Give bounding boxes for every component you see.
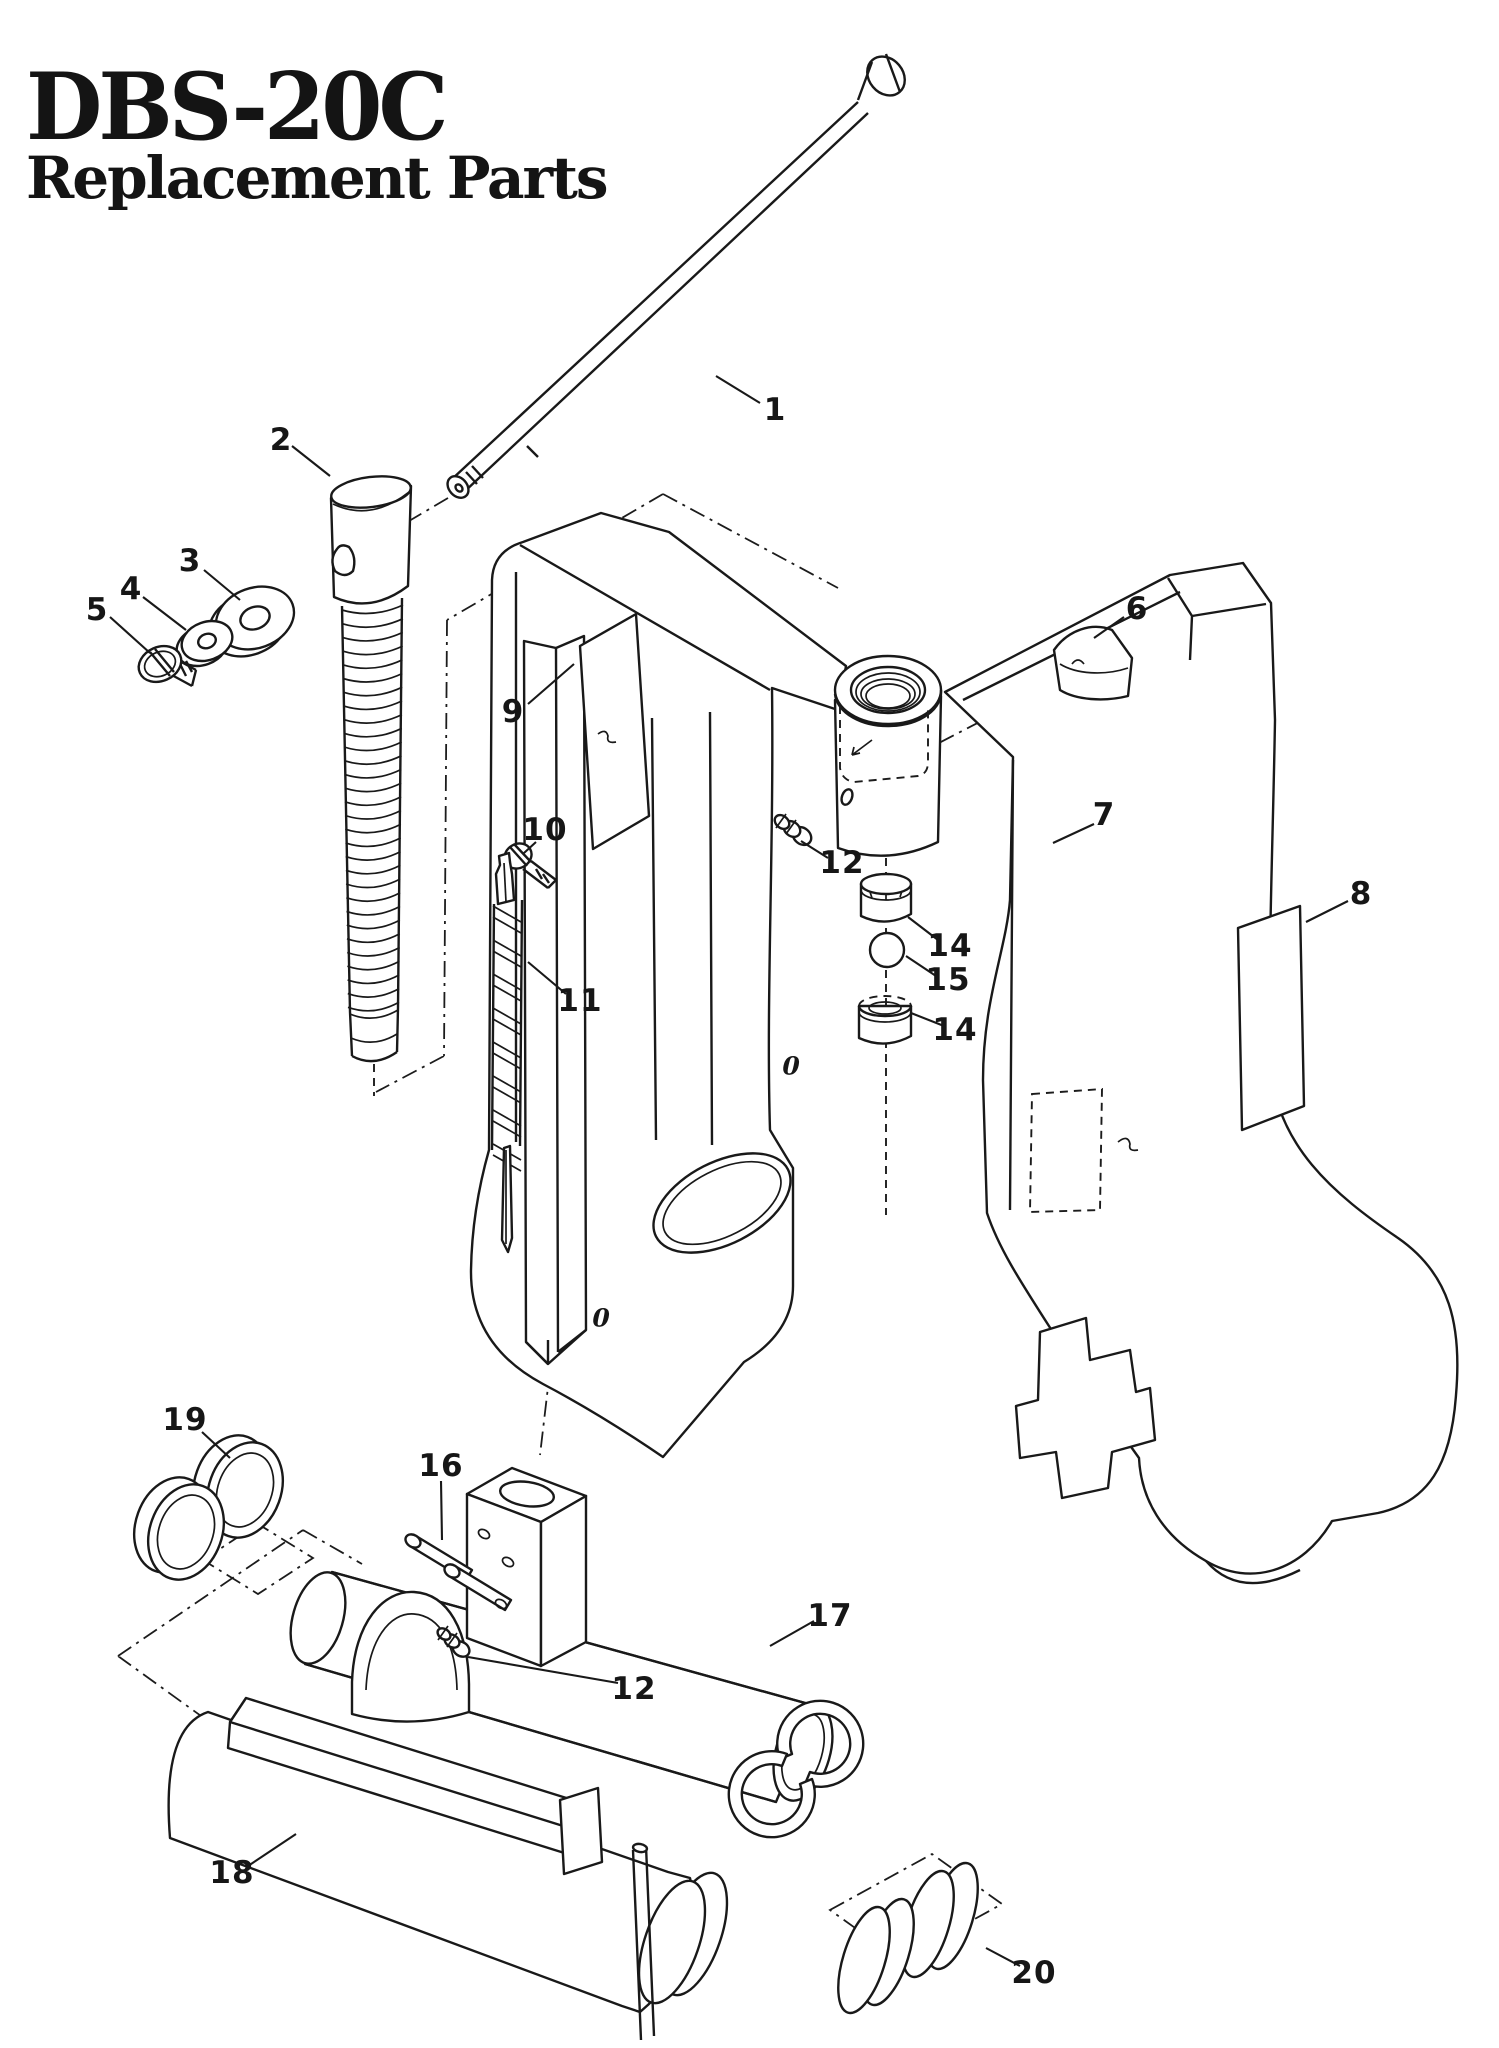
- page-title: DBS-20C: [26, 51, 448, 161]
- part-19-rings: [133, 1434, 284, 1581]
- part-2-feed-screw: [329, 475, 413, 1096]
- callout-c8: 8: [1349, 876, 1373, 912]
- callout-c7: 7: [1092, 797, 1116, 833]
- part-4-washer: [175, 619, 234, 668]
- callout-c20: 20: [1011, 1955, 1057, 1991]
- part-8-label-plate: [1236, 904, 1306, 1132]
- callout-c14b: 14: [932, 1012, 978, 1048]
- callout-c18: 18: [209, 1855, 255, 1891]
- callout-c16: 16: [418, 1448, 464, 1484]
- part-6-spring-clip: [1052, 625, 1134, 701]
- callout-c17: 17: [807, 1598, 853, 1634]
- part-11-drill-bit: [490, 851, 524, 1254]
- callout-c2: 2: [269, 422, 293, 458]
- part-14-bushing-lower: [857, 995, 913, 1045]
- leader-lines: [109, 375, 1349, 1967]
- part-20-end-caps: [837, 1861, 979, 2015]
- callout-c12a: 12: [819, 845, 865, 881]
- part-3-washer: [207, 585, 296, 658]
- callout-c1: 1: [763, 392, 787, 428]
- callout-c3: 3: [178, 543, 202, 579]
- callout-c6: 6: [1125, 591, 1149, 627]
- part-7-right-frame: [943, 561, 1459, 1585]
- callout-c11: 11: [557, 983, 603, 1019]
- saddle-block: [350, 1590, 471, 1723]
- title-block: DBS-20C Replacement Parts: [26, 51, 609, 212]
- part-9-name-plate: [578, 612, 651, 851]
- callout-c12b: 12: [611, 1671, 657, 1707]
- callout-c5: 5: [85, 592, 109, 628]
- callout-c14a: 14: [927, 928, 973, 964]
- page-subtitle: Replacement Parts: [26, 144, 609, 212]
- part-12-grease-fitting-upper: [773, 813, 813, 847]
- callout-c15: 15: [925, 962, 971, 998]
- callout-c19: 19: [162, 1402, 208, 1438]
- callout-c10: 10: [522, 812, 568, 848]
- part-14-bushing-upper: [859, 872, 913, 923]
- callout-c9: 9: [501, 694, 525, 730]
- part-12-grease-fitting-lower: [436, 1625, 471, 1658]
- part-18-base-tube: [167, 1696, 729, 2041]
- part-15-ball: [868, 931, 906, 969]
- screw-nut-cylinder: [833, 654, 943, 857]
- part-5-screw: [137, 644, 198, 688]
- part-1-handle-rod: [446, 53, 906, 499]
- square-guide-bar: [522, 634, 588, 1366]
- callout-c4: 4: [119, 571, 143, 607]
- part-16-pin-block: [404, 1466, 588, 1668]
